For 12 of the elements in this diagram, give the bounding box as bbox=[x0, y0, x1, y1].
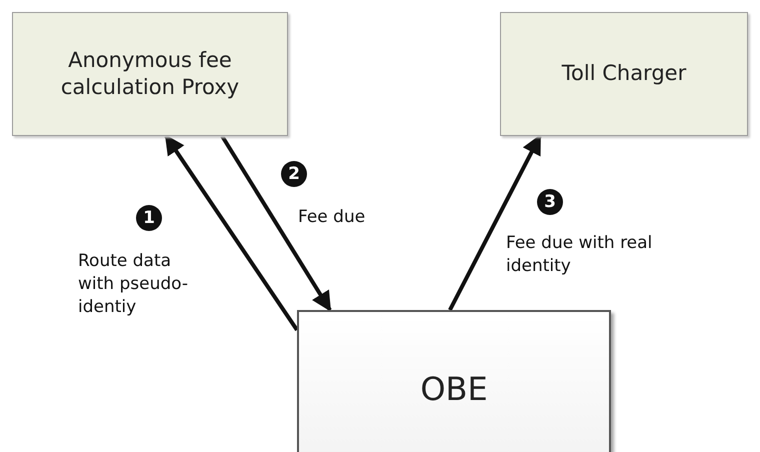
arrow bbox=[448, 134, 542, 311]
callout-number: 3 bbox=[537, 189, 563, 215]
callout-number: 2 bbox=[281, 161, 307, 187]
process-box bbox=[297, 310, 611, 452]
box-label: OBE bbox=[419, 369, 489, 410]
callout-number: 1 bbox=[136, 205, 162, 231]
process-box bbox=[12, 12, 288, 136]
arrow bbox=[220, 134, 332, 312]
arrow bbox=[164, 134, 299, 332]
box-label: Toll Charger bbox=[560, 60, 688, 88]
process-box bbox=[500, 12, 748, 136]
box-label: Anonymous fee calculation Proxy bbox=[60, 46, 240, 101]
